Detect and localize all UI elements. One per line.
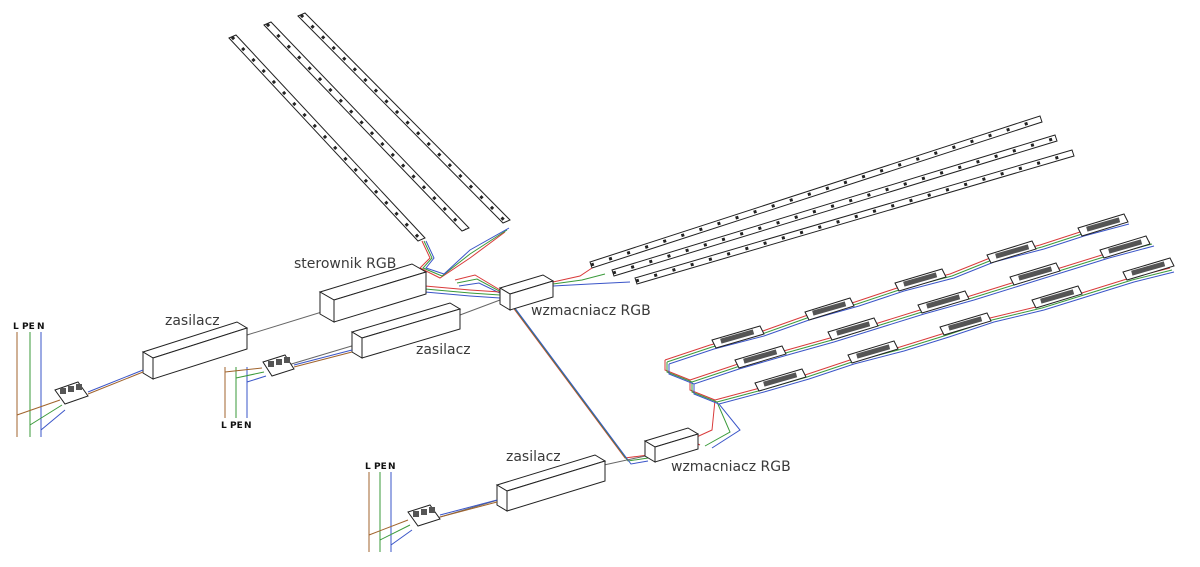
rgb-cable-amp-to-strips bbox=[552, 267, 631, 287]
mains-input-2 bbox=[224, 349, 353, 418]
led-module bbox=[939, 312, 992, 336]
led-module bbox=[1009, 262, 1061, 286]
mains-input-1 bbox=[16, 332, 144, 437]
rgb-amplifier-1 bbox=[498, 274, 555, 311]
led-module bbox=[847, 340, 899, 364]
mains-1-N: N bbox=[37, 322, 45, 332]
power-supply-2 bbox=[350, 302, 462, 359]
led-strips-top-left bbox=[228, 12, 511, 242]
power-supply-1 bbox=[141, 321, 249, 380]
led-strips-top-right bbox=[589, 115, 1075, 285]
led-strip bbox=[263, 21, 470, 232]
led-module bbox=[986, 240, 1037, 264]
led-module bbox=[827, 317, 879, 341]
mains-input-3 bbox=[368, 472, 498, 552]
led-module bbox=[894, 268, 947, 292]
led-module bbox=[754, 368, 807, 392]
rgb-amplifier-1-label: wzmacniacz RGB bbox=[531, 303, 651, 319]
led-strip bbox=[634, 149, 1075, 285]
mains-1-L: L bbox=[13, 322, 19, 332]
rgb-amplifier-2 bbox=[643, 427, 700, 463]
rgb-amplifier-2-label: wzmacniacz RGB bbox=[671, 459, 791, 475]
led-strip bbox=[611, 134, 1058, 277]
power-supply-3-label: zasilacz bbox=[506, 449, 561, 465]
led-module bbox=[1077, 213, 1129, 237]
controller-label: sterownik RGB bbox=[294, 256, 396, 272]
led-strip bbox=[589, 115, 1043, 269]
mains-1-PE: PE bbox=[22, 322, 35, 332]
power-supply-1-label: zasilacz bbox=[165, 313, 220, 329]
power-supply-3 bbox=[495, 454, 607, 512]
led-module bbox=[917, 290, 970, 314]
led-strip bbox=[297, 12, 511, 224]
mains-2-L: L bbox=[221, 421, 227, 431]
led-module bbox=[1122, 257, 1175, 281]
led-module bbox=[734, 345, 787, 369]
rgb-cable-strips-to-controller bbox=[419, 227, 510, 279]
led-module bbox=[711, 325, 765, 349]
led-module bbox=[804, 297, 855, 321]
mains-2-PE: PE bbox=[230, 421, 243, 431]
mains-2-N: N bbox=[244, 421, 252, 431]
mains-3-PE: PE bbox=[374, 462, 387, 472]
power-supply-2-label: zasilacz bbox=[416, 342, 471, 358]
led-module bbox=[1099, 235, 1151, 259]
mains-3-L: L bbox=[365, 462, 371, 472]
terminal-connector bbox=[54, 381, 89, 405]
led-module-chains bbox=[664, 213, 1175, 449]
mains-3-N: N bbox=[388, 462, 396, 472]
terminal-connector bbox=[262, 354, 295, 377]
led-strip bbox=[228, 34, 426, 242]
terminal-connector bbox=[407, 504, 441, 527]
led-module bbox=[1031, 285, 1083, 309]
rgb-controller bbox=[318, 263, 428, 323]
